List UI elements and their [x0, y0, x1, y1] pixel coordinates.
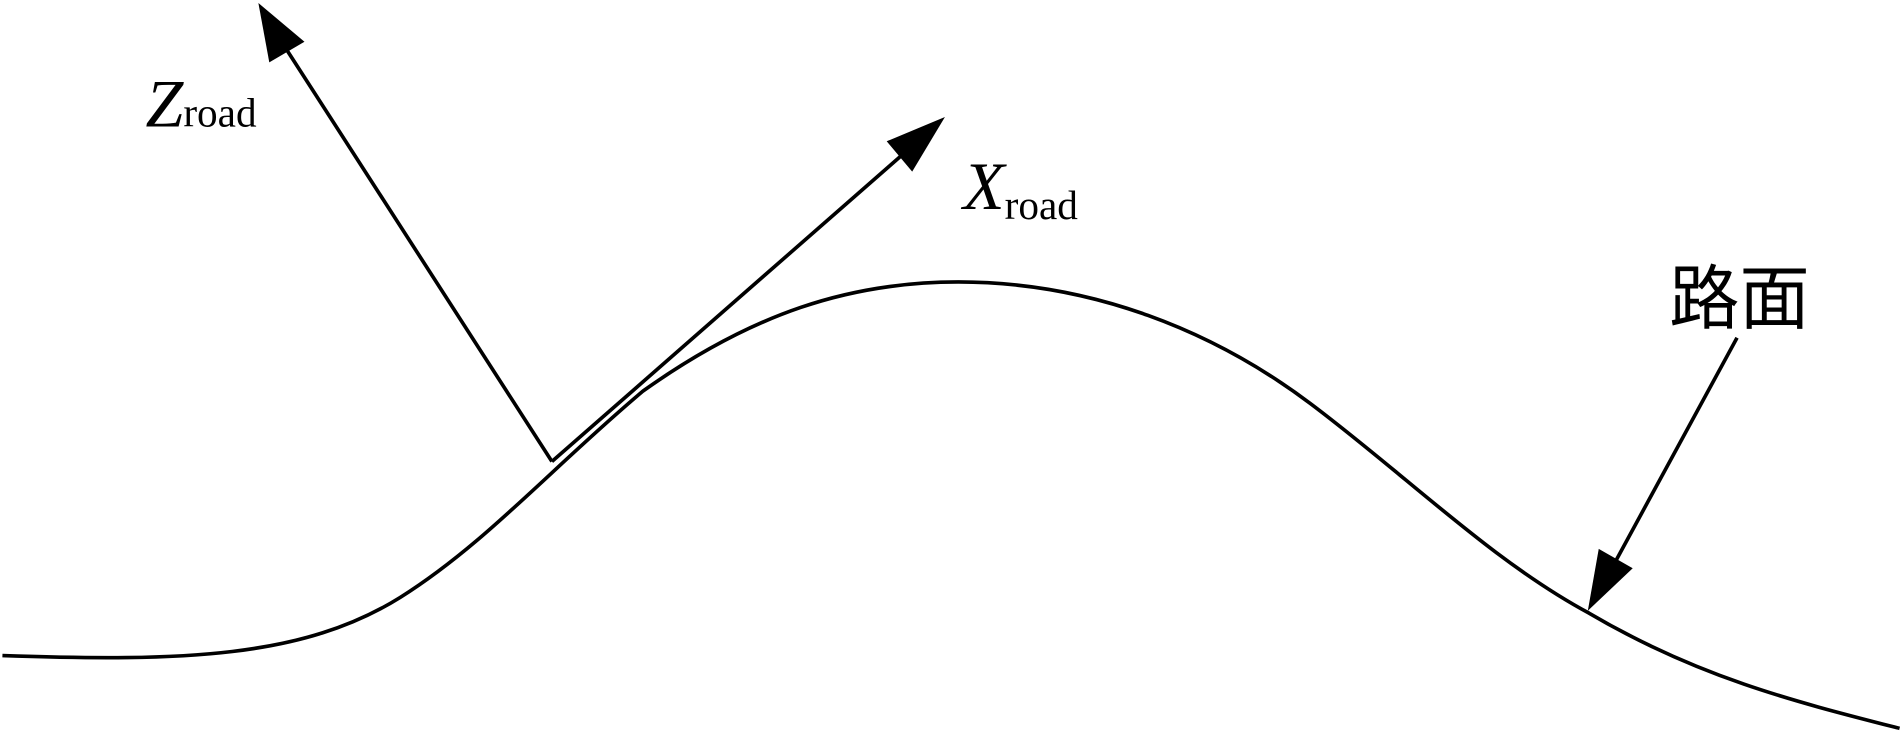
x-axis-label: Xroad — [960, 148, 1078, 228]
x-axis-arrow — [550, 117, 945, 463]
z-arrowhead-icon — [258, 2, 305, 63]
z-axis-label: Zroad — [146, 66, 257, 142]
surface-arrowhead-icon — [1587, 548, 1633, 611]
x-axis-subscript: road — [1005, 182, 1079, 228]
surface-label: 路面 — [1669, 261, 1810, 339]
surface-pointer-arrow — [1587, 336, 1739, 611]
road-surface-curve — [2, 280, 1901, 731]
z-axis-subscript: road — [183, 90, 257, 136]
z-axis-symbol: Z — [146, 66, 185, 142]
x-arrowhead-icon — [886, 117, 945, 172]
z-axis-arrow — [258, 2, 554, 463]
x-axis-symbol: X — [960, 148, 1007, 224]
